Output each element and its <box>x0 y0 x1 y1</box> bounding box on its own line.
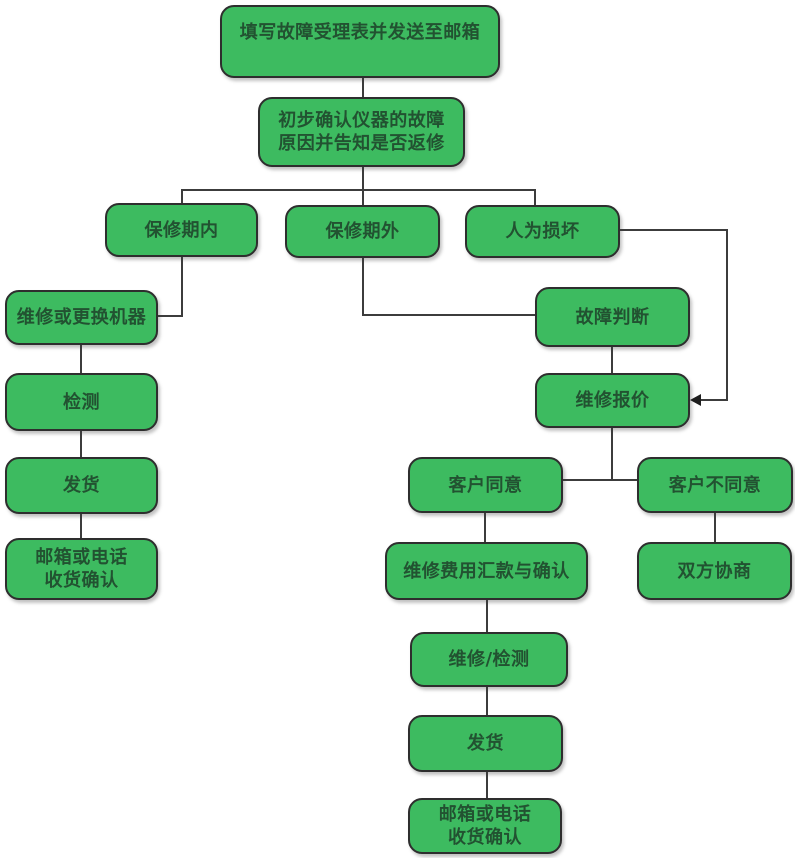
connector-line <box>611 428 613 481</box>
connector-line <box>486 772 488 798</box>
connector-line <box>699 399 728 401</box>
connector-line <box>714 513 716 542</box>
connector-line <box>534 189 536 205</box>
node-receipt-confirm-right: 邮箱或电话 收货确认 <box>408 798 562 854</box>
connector-line <box>484 513 486 542</box>
connector-line <box>181 189 536 191</box>
node-fault-judgment: 故障判断 <box>535 287 690 347</box>
connector-line <box>181 189 183 203</box>
node-out-of-warranty: 保修期外 <box>285 205 440 258</box>
arrowhead-left-icon <box>690 394 701 406</box>
connector-line <box>486 687 488 715</box>
connector-line <box>611 347 613 373</box>
node-customer-disagree: 客户不同意 <box>637 457 793 513</box>
connector-line <box>362 189 364 205</box>
connector-line <box>80 345 82 373</box>
connector-line <box>80 514 82 538</box>
node-repair-quote: 维修报价 <box>535 373 690 428</box>
node-human-damage: 人为损坏 <box>465 205 620 258</box>
node-repair-inspection: 维修/检测 <box>410 632 568 687</box>
node-confirm-fault-cause: 初步确认仪器的故障 原因并告知是否返修 <box>258 97 465 167</box>
node-receipt-confirm-left: 邮箱或电话 收货确认 <box>5 538 158 600</box>
node-inspection: 检测 <box>5 373 158 431</box>
node-customer-agree: 客户同意 <box>408 457 563 513</box>
connector-line <box>362 167 364 190</box>
connector-line <box>362 78 364 97</box>
connector-line <box>486 600 488 632</box>
connector-line <box>362 314 535 316</box>
node-ship-left: 发货 <box>5 457 158 514</box>
connector-line <box>620 229 728 231</box>
connector-line <box>80 431 82 457</box>
node-repair-or-replace: 维修或更换机器 <box>5 290 158 345</box>
node-in-warranty: 保修期内 <box>105 203 258 257</box>
connector-line <box>362 258 364 316</box>
connector-line <box>181 257 183 317</box>
connector-line <box>158 315 183 317</box>
connector-line <box>726 229 728 401</box>
node-payment-and-confirm: 维修费用汇款与确认 <box>385 542 588 600</box>
node-ship-right: 发货 <box>408 715 563 772</box>
connector-line <box>563 479 637 481</box>
node-fill-fault-form: 填写故障受理表并发送至邮箱 <box>220 5 500 78</box>
node-negotiation: 双方协商 <box>637 542 792 600</box>
